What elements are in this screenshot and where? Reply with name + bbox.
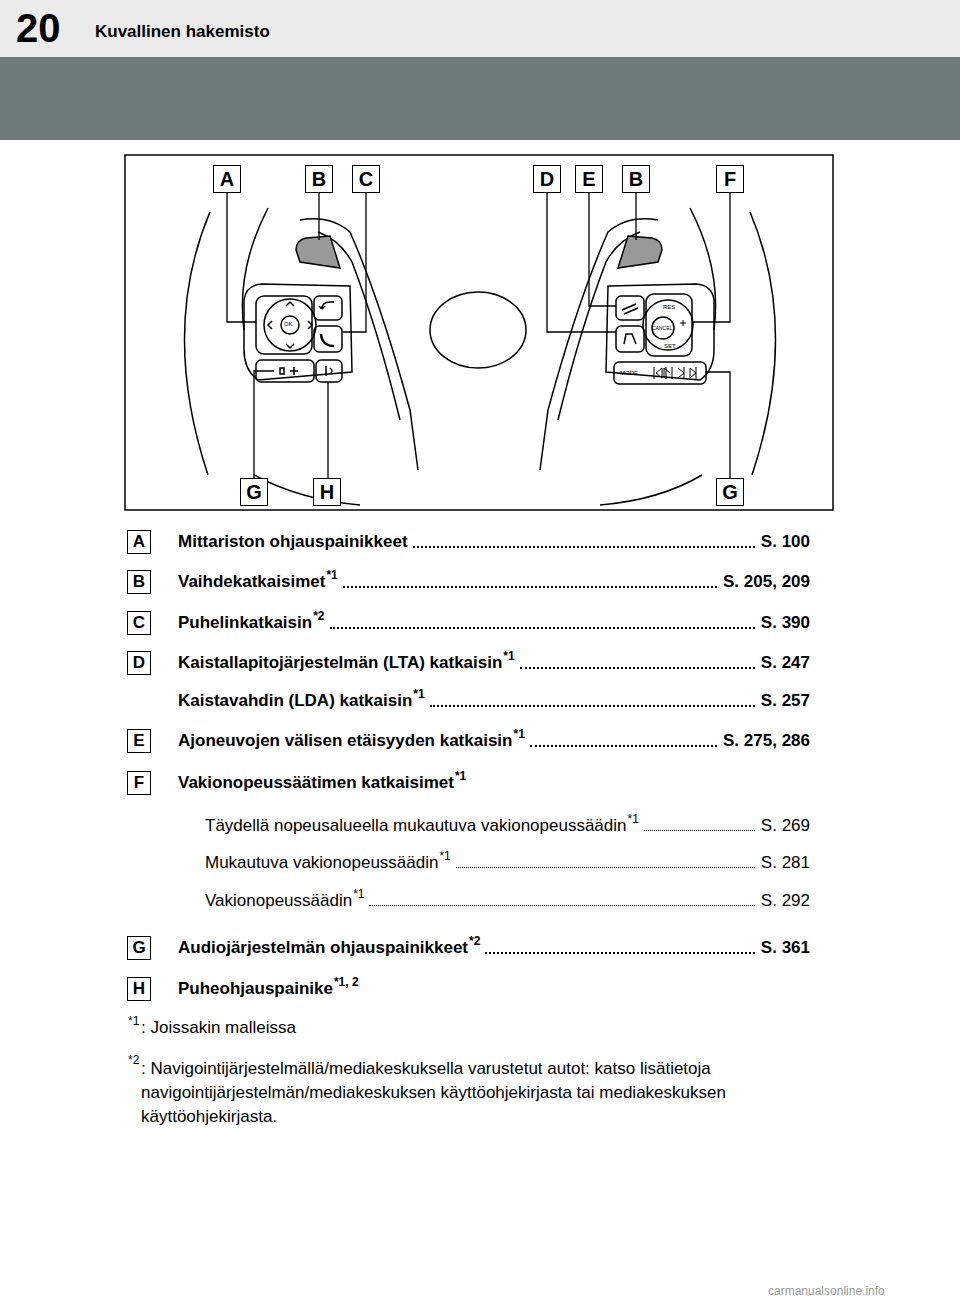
page-title: Kuvallinen hakemisto [95,22,270,42]
footnote-mark: *2 [469,934,480,948]
page-reference: S. 275, 286 [723,731,810,751]
callout-box: C [352,165,380,193]
callout-box: A [213,165,241,193]
page-reference: S. 205, 209 [723,572,810,592]
header-band [0,57,960,140]
callout-letter: D [540,168,554,191]
page-reference: S. 269 [761,816,810,836]
callout-box: B [305,165,333,193]
dot-leader [330,627,755,629]
callout-letter: B [312,168,326,191]
list-letter-box: F [127,771,151,795]
page-number: 20 [16,6,61,51]
entry-name: Puheohjauspainike [178,979,333,999]
footnote-mark: *1 [413,687,424,701]
list-letter-box: H [127,977,151,1001]
callout-letter: A [133,532,145,552]
entry-name: Mittariston ohjauspainikkeet [178,532,408,552]
footnote-mark: *1 [455,769,466,783]
page-reference: S. 390 [761,613,810,633]
dot-leader [413,546,755,548]
dot-leader [369,905,754,906]
entry-name: Vakionopeussäätimen katkaisimet [178,773,454,793]
callout-letter: F [134,773,144,793]
callout-box: F [716,165,744,193]
page-reference: S. 100 [761,532,810,552]
entry-name: Täydellä nopeusalueella mukautuva vakion… [205,816,627,836]
footnote-mark: *2 [313,609,324,623]
dot-leader [456,867,755,868]
page-reference: S. 247 [761,653,810,673]
dot-leader [644,830,755,831]
callout-letter: E [582,168,595,191]
footnote-mark: *1 [439,849,450,863]
list-letter-box: C [127,611,151,635]
footnote-text: : Navigointijärjestelmällä/mediakeskukse… [141,1057,841,1129]
callout-letter: G [132,938,145,958]
footnote-text: : Joissakin malleissa [141,1018,296,1038]
callout-letter: G [722,481,738,504]
page-reference: S. 361 [761,938,810,958]
callout-box: E [575,165,603,193]
entry-name: Audiojärjestelmän ohjauspainikkeet [178,938,468,958]
list-letter-box: E [127,729,151,753]
dot-leader [430,705,755,707]
callout-letter: H [320,481,334,504]
entry-name: Ajoneuvojen välisen etäisyyden katkaisin [178,731,512,751]
entry-name: Kaistallapitojärjestelmän (LTA) katkaisi… [178,653,502,673]
footnote-mark: *2 [128,1053,139,1067]
callout-letter: D [133,653,145,673]
footnote-mark: *1, 2 [334,975,359,989]
page-reference: S. 257 [761,691,810,711]
button-text: OK [284,321,293,327]
watermark: carmanualsonline.info [768,1284,885,1298]
callout-letter: B [629,168,643,191]
entry-name: Vaihdekatkaisimet [178,572,325,592]
footnote-mark: *1 [128,1014,139,1028]
dot-leader [485,952,754,954]
button-text: RES [663,304,675,310]
dot-leader [343,586,717,588]
callout-letter: F [724,168,736,191]
callout-letter: E [133,731,144,751]
footnote-mark: *1 [513,727,524,741]
callout-letter: B [133,572,145,592]
entry-name: Puhelinkatkaisin [178,613,312,633]
callout-box: B [622,165,650,193]
callout-letter: A [220,168,234,191]
footnote-mark: *1 [628,812,639,826]
callout-box: G [240,478,268,506]
entry-name: Kaistavahdin (LDA) katkaisin [178,691,412,711]
button-text: MODE [620,370,638,376]
button-text: CANCEL [652,325,672,331]
callout-box: D [533,165,561,193]
dot-leader [530,745,717,747]
entry-name: Mukautuva vakionopeussäädin [205,853,438,873]
button-text: SET [664,343,676,349]
callout-letter: G [246,481,262,504]
dot-leader [520,667,755,669]
footnote-mark: *1 [326,568,337,582]
callout-box: G [716,478,744,506]
list-letter-box: G [127,936,151,960]
list-letter-box: D [127,651,151,675]
page-reference: S. 292 [761,891,810,911]
callout-letter: H [133,979,145,999]
entry-name: Vakionopeussäädin [205,891,352,911]
list-letter-box: A [127,530,151,554]
callout-letter: C [359,168,373,191]
footnote-mark: *1 [503,649,514,663]
footnote-mark: *1 [353,887,364,901]
page-reference: S. 281 [761,853,810,873]
callout-letter: C [133,613,145,633]
list-letter-box: B [127,570,151,594]
callout-box: H [313,478,341,506]
